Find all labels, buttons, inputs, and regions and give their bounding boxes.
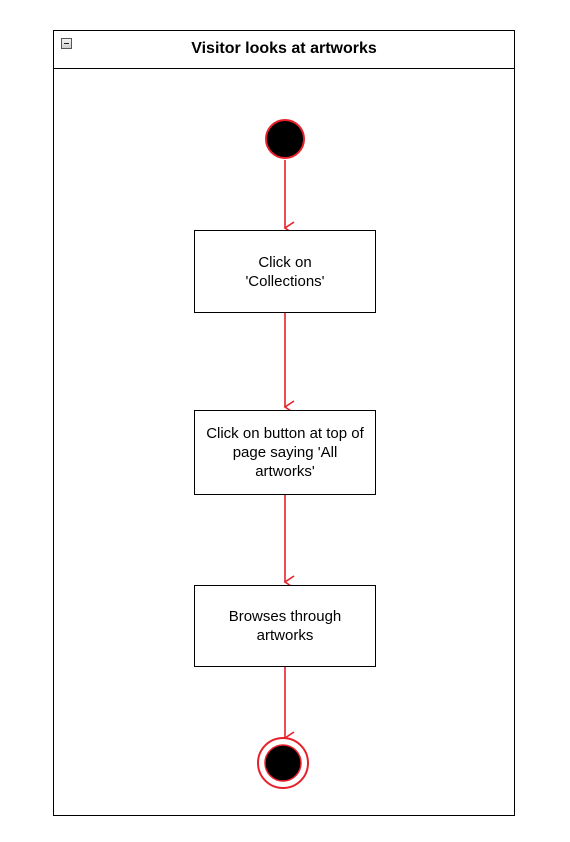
activity-label: Click on button at top of page saying 'A… xyxy=(206,425,364,480)
frame-header: Visitor looks at artworks xyxy=(54,31,514,69)
activity-label: Browses through artworks xyxy=(228,608,342,644)
diagram-title: Visitor looks at artworks xyxy=(191,40,377,57)
activity-click-collections[interactable]: Click on 'Collections' xyxy=(194,230,376,313)
activity-click-all-artworks[interactable]: Click on button at top of page saying 'A… xyxy=(194,410,376,495)
activity-label: Click on 'Collections' xyxy=(245,253,325,290)
collapse-icon[interactable] xyxy=(61,38,72,49)
activity-browse-artworks[interactable]: Browses through artworks xyxy=(194,585,376,667)
